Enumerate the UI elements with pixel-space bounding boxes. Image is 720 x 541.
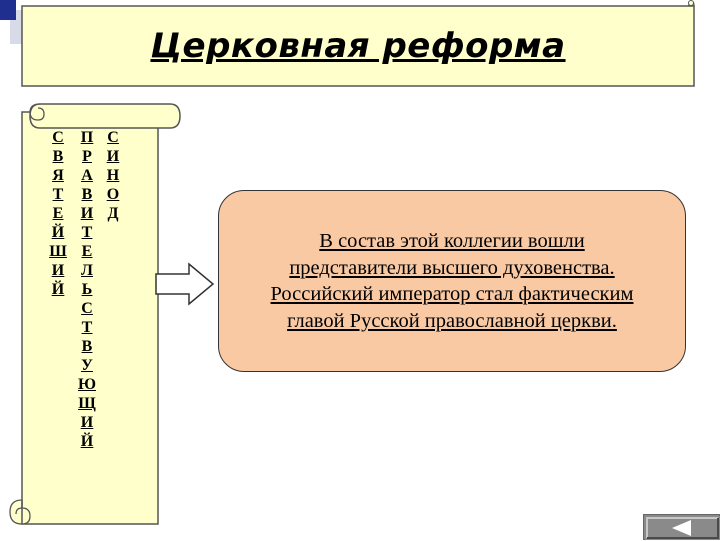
letter: Й [51,224,65,241]
letter: Е [52,205,64,222]
letter: Т [81,319,93,336]
letter: В [81,186,93,203]
letter: И [80,205,94,222]
letter: Ю [77,376,96,393]
letter: Л [81,262,93,279]
letter: Й [80,433,94,450]
letter: У [81,357,93,374]
letter: П [80,129,94,146]
word-column-svyateyshiy: С В Я Т Е Й Ш И Й [49,128,67,299]
title-box: Церковная реформа [22,6,694,86]
letter: И [80,414,94,431]
letter: И [51,262,65,279]
letter: С [107,129,119,146]
vertical-scroll [9,103,181,525]
letter: В [52,148,64,165]
info-text: В состав этой коллегии вошли представите… [270,230,634,332]
letter: О [106,186,120,203]
letter: И [106,148,120,165]
letter: Й [51,281,65,298]
word-column-pravitelstvuyushchiy: П Р А В И Т Е Л Ь С Т В У Ю Щ И Й [77,128,97,451]
letter: В [81,338,93,355]
letter: А [81,167,93,184]
letter: С [81,300,93,317]
back-button[interactable] [643,514,720,540]
letter: Щ [78,395,96,412]
title-scroll-shape [21,0,695,87]
letter: Т [81,224,93,241]
triangle-left-icon [645,516,720,540]
info-box: В состав этой коллегии вошли представите… [218,190,686,372]
letter: Ш [49,243,67,260]
letter: С [52,129,64,146]
right-arrow-icon [155,262,215,306]
title-scroll: Церковная реформа [0,0,720,100]
template-corner-dark [0,0,16,20]
letter: Д [107,205,119,222]
page-title: Церковная реформа [150,26,566,66]
letter: Е [81,243,93,260]
letter: Ь [81,281,93,298]
letter: Р [82,148,92,165]
letter: Я [52,167,64,184]
letter: Т [52,186,64,203]
letter: Н [106,167,120,184]
word-column-sinod: С И Н О Д [104,128,122,223]
